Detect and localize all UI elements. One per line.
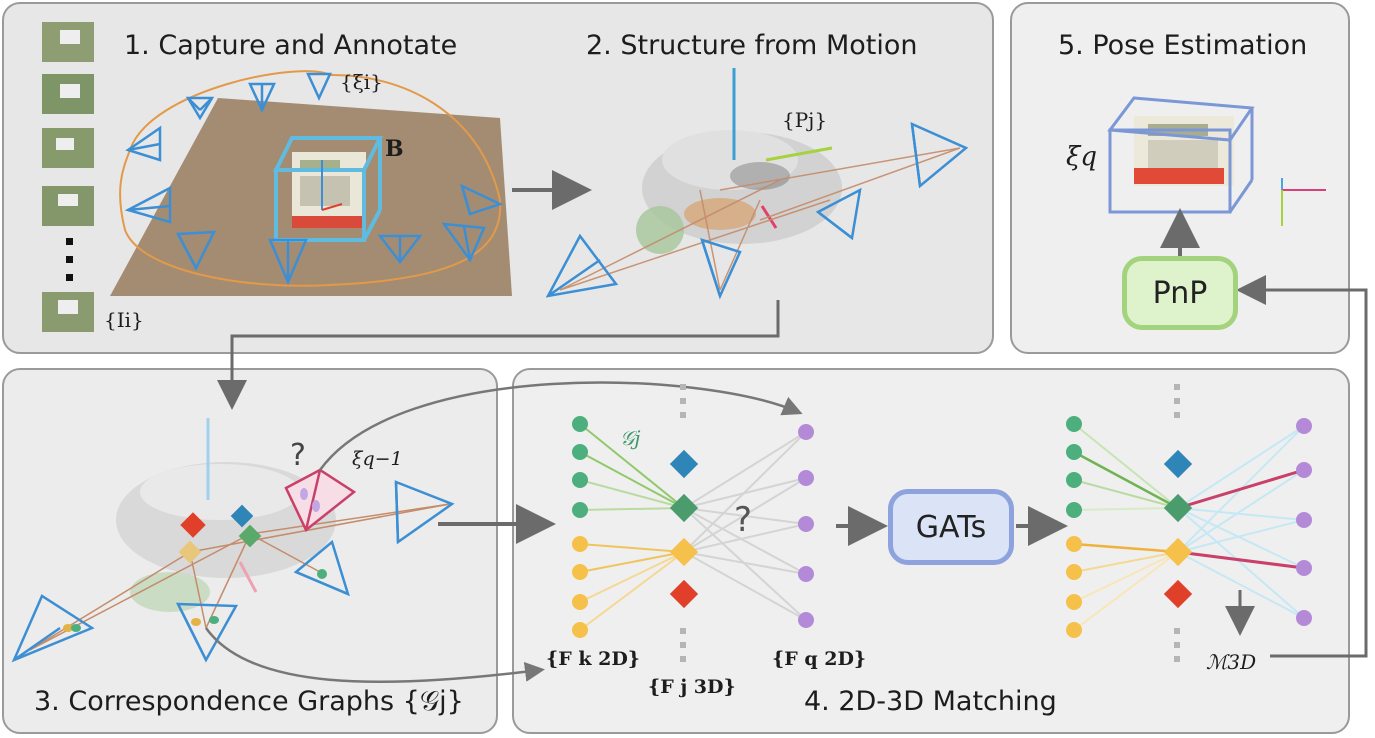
graph-edges-right [1073,423,1179,631]
nodes-f2dq [798,424,814,628]
label-f2dk: {F k 2D} [546,648,641,670]
pose-axes [1281,178,1326,226]
match-candidates-left [683,431,807,621]
title-correspondence-graphs: 3. Correspondence Graphs {𝒢j} [34,686,464,717]
point-cloud-sfm [636,130,842,254]
point-cloud-graphs [116,462,336,612]
question-mark-graphs: ? [290,438,306,473]
sfm-rays [559,147,961,291]
predicted-matches [1177,468,1305,570]
camera-frustums-graphs [11,480,455,663]
label-xi: {ξi} [340,70,383,94]
camera-frustums-sfm [545,121,969,300]
label-xiq-inverse: ξq−1 [352,448,403,470]
image-thumbnails [42,22,94,332]
arrow-keypoints-to-f2dk [204,627,545,684]
label-points: {Pj} [782,108,828,132]
title-pose-estimation: 5. Pose Estimation [1058,30,1308,61]
capture-trajectory [119,70,502,287]
graph-rays [29,503,451,651]
object-pose [1107,96,1255,214]
axis-red-graphs [238,561,258,593]
question-mark-matching: ? [734,500,753,540]
label-pose-xiq: ξq [1066,142,1097,172]
query-camera [284,468,357,532]
object-capture [272,136,384,242]
match-candidates-right [1177,425,1305,619]
nodes-right-query [1296,418,1312,626]
axis-green-sfm [765,146,833,162]
graph-keypoints [63,569,327,632]
arrow-sfm-to-graphs [217,300,780,410]
label-graph-gj: 𝒢j [620,426,641,450]
title-capture-annotate: 1. Capture and Annotate [124,30,458,61]
nodes-right-3d [1163,384,1193,662]
label-f2dq: {F q 2D} [772,648,867,670]
nodes-f3dj [669,384,699,662]
title-2d3d-matching: 4. 2D-3D Matching [804,686,1057,717]
title-structure-from-motion: 2. Structure from Motion [586,30,918,61]
arrow-matches-to-pnp [1236,275,1368,658]
pnp-box: PnP [1122,256,1238,330]
label-box-b: B [385,136,404,162]
gats-box: GATs [888,489,1014,565]
graph-edges-left [579,423,685,631]
nodes-right-2d [1066,416,1082,638]
label-f3dj: {F j 3D} [648,676,736,698]
nodes-f2dk [572,416,588,638]
arrow-query-to-matching [318,381,803,471]
camera-frustums-capture [124,72,504,286]
label-images: {Ii} [104,308,144,332]
label-m3d: ℳ3D [1206,650,1257,674]
